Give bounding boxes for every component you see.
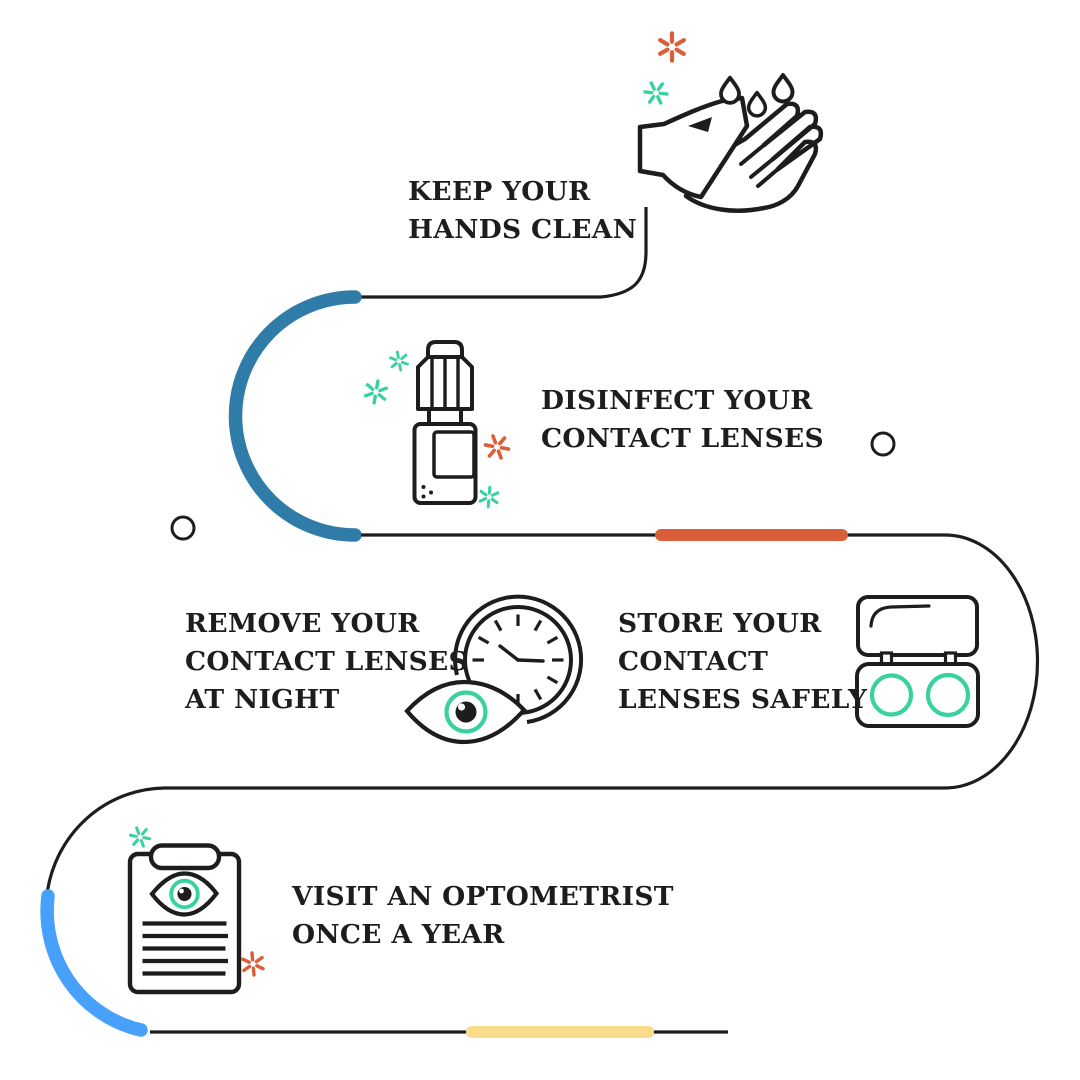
journey-path [40,207,1040,1038]
clipboard-text-lines [142,921,228,976]
clipboard-clip [148,843,222,871]
hand-finger-lines [739,143,780,188]
lens-well-right [925,672,971,718]
step-caption-visit-optometrist: VISIT AN OPTOMETRIST ONCE A YEAR [292,878,674,954]
caption-line: ONCE A YEAR [292,919,505,950]
clock-hands [498,644,545,663]
hand-back [683,101,824,213]
clock-and-eye-icon [404,594,584,745]
step-caption-disinfect: DISINFECT YOUR CONTACT LENSES [541,382,824,458]
caption-line: CONTACT [618,646,769,677]
sparkle-teal-icon [360,376,392,408]
eye-highlight [457,703,466,711]
clock-outer-arc [453,594,584,724]
caption-line: HANDS CLEAN [408,214,638,245]
sparkle-teal-icon [389,350,409,372]
case-lid [856,595,979,657]
path-arc-right [944,533,1040,790]
bottle-cap-top [426,340,464,359]
hand-front [637,95,750,200]
caption-line: STORE YOUR [618,608,822,639]
step-caption-hands-clean: KEEP YOUR HANDS CLEAN [408,173,637,249]
sparkle-orange-icon [482,431,512,463]
clipboard-eye-icon [127,843,242,995]
sparkle-teal-icon [127,824,153,850]
bottle-neck [427,407,463,426]
lens-well-left [869,673,914,717]
thumb-arrow [688,117,712,132]
ring-dot-right [870,431,896,457]
path-arc-blue-left [228,290,362,542]
ring-dot-left [170,515,196,541]
sparkle-orange-icon [240,950,266,978]
sparkle-teal-icon [476,483,502,511]
clipboard-eye-pupil [177,887,192,901]
caption-line: REMOVE YOUR [185,608,420,639]
clipboard-eye-highlight [179,888,184,894]
bottle-label [432,430,476,479]
path-segment-top [360,207,648,299]
path-arc-light-blue [40,889,148,1037]
step-caption-store-safely: STORE YOUR CONTACT LENSES SAFELY [618,605,867,719]
solution-bottle-icon [412,340,478,505]
bottle-dots [421,485,433,499]
case-lid-reflection [869,604,931,628]
caption-line: CONTACT LENSES [185,646,468,677]
step-caption-remove-at-night: REMOVE YOUR CONTACT LENSES AT NIGHT [185,605,468,719]
bottle-cap-ribs [430,357,460,409]
caption-line: DISINFECT YOUR [541,385,813,416]
path-arc-bottom-left-black [45,786,166,895]
caption-line: KEEP YOUR [408,176,591,207]
hands-washing-icon [637,73,824,213]
caption-line: LENSES SAFELY [618,684,868,715]
contact-lens-case-icon [855,595,980,728]
caption-line: AT NIGHT [185,684,340,715]
sparkle-teal-icon [641,78,671,108]
caption-line: CONTACT LENSES [541,423,824,454]
sparkle-orange-icon [657,32,687,63]
caption-line: VISIT AN OPTOMETRIST [292,881,674,912]
